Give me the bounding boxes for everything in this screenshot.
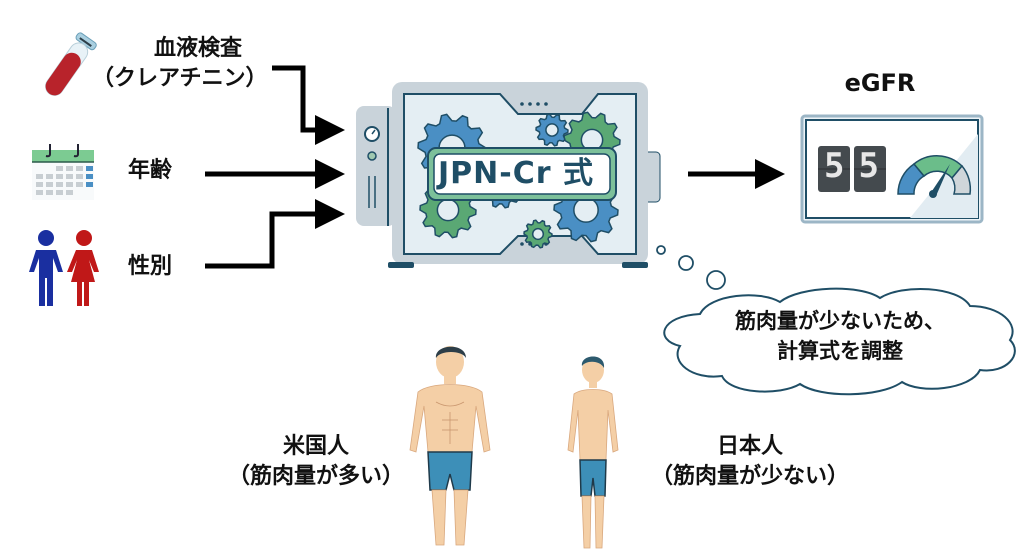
calendar-cell	[76, 182, 83, 187]
calendar-cell	[66, 174, 73, 179]
egfr-display	[800, 114, 984, 224]
us-person-label: 米国人	[282, 434, 349, 459]
calendar-cell	[36, 190, 43, 195]
calendar-cell	[46, 190, 53, 195]
calendar-cell	[46, 174, 53, 179]
calendar-cell	[86, 182, 93, 187]
thought-line-1: 筋肉量が少ないため、	[735, 309, 945, 333]
slim-man-icon	[567, 356, 619, 549]
gear-hub	[545, 123, 559, 137]
calendar-cell	[56, 174, 63, 179]
calendar-cell	[46, 182, 53, 187]
calendar-cell	[66, 182, 73, 187]
thought-line-2: 計算式を調整	[777, 339, 903, 363]
calendar-cell	[76, 166, 83, 171]
egfr-value: 55	[824, 146, 893, 186]
calendar-cell	[86, 174, 93, 179]
calendar-cell	[66, 166, 73, 171]
formula-label: JPN-Cr 式	[438, 156, 594, 191]
jp-person-note: （筋肉量が少ない）	[650, 464, 849, 489]
blood-arrow	[272, 65, 345, 145]
muscular-man-icon	[409, 346, 491, 546]
gear-hub	[531, 227, 545, 241]
jp-person-label: 日本人	[716, 434, 783, 459]
male-female-icon	[29, 230, 99, 306]
gear-hub	[573, 197, 599, 223]
calendar-cell	[36, 174, 43, 179]
female-icon	[67, 230, 99, 306]
us-person-note: （筋肉量が多い）	[227, 464, 404, 489]
gauge-icon	[897, 155, 972, 198]
male-icon	[29, 230, 63, 306]
calendar-cell	[56, 166, 63, 171]
thought-cloud	[656, 245, 1016, 396]
test-tube-icon	[45, 32, 97, 96]
creatinine-label: （クレアチニン）	[92, 66, 268, 91]
calendar-cell	[56, 182, 63, 187]
calendar-icon	[32, 144, 94, 200]
blood-test-label: 血液検査	[153, 36, 242, 61]
calendar-cell	[86, 166, 93, 171]
gears-machine-icon	[356, 82, 661, 268]
calendar-cell	[66, 190, 73, 195]
sex-arrow	[205, 199, 345, 269]
egfr-title: eGFR	[844, 69, 916, 97]
sex-label: 性別	[128, 254, 173, 279]
gear-hub	[436, 198, 460, 222]
calendar-cell	[36, 182, 43, 187]
age-label: 年齢	[128, 158, 173, 183]
calendar-cell	[56, 190, 63, 195]
calendar-cell	[76, 174, 83, 179]
